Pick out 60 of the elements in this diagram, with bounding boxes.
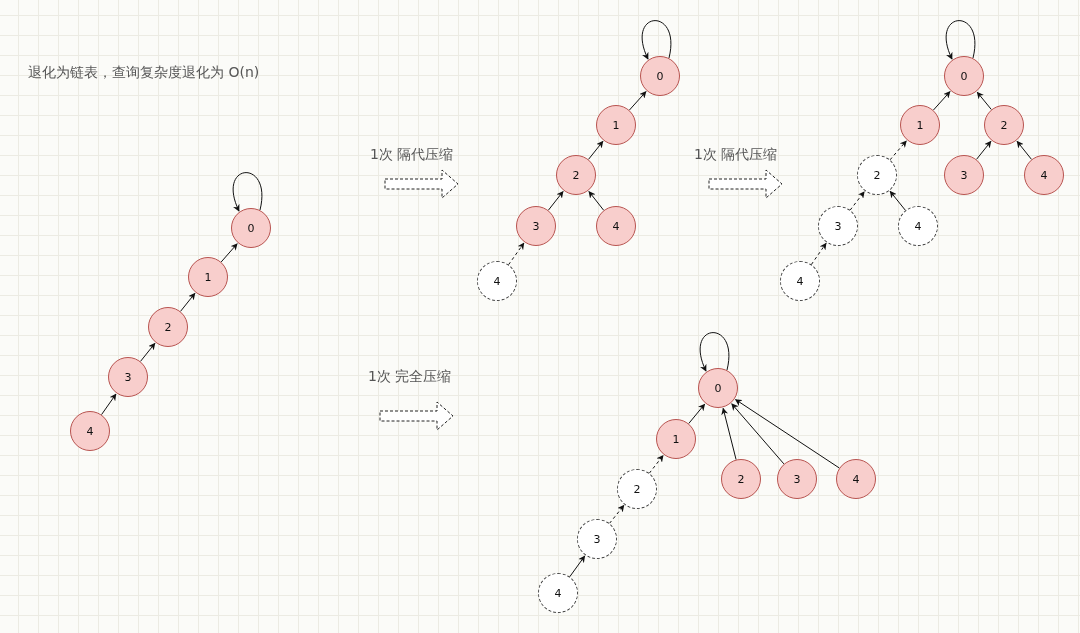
circle-node: 1: [596, 105, 636, 145]
dashed-circle-node: 3: [577, 519, 617, 559]
arrow: [628, 91, 647, 111]
circle-node: 2: [721, 459, 761, 499]
arrow: [140, 342, 156, 362]
arrow: [849, 191, 865, 211]
dashed-circle-node: 4: [780, 261, 820, 301]
dashed-circle-node: 4: [538, 573, 578, 613]
circle-node: 3: [944, 155, 984, 195]
note-text: 退化为链表，查询复杂度退化为 O(n): [28, 64, 260, 82]
step-label: 1次 完全压缩: [368, 368, 452, 386]
circle-node: 0: [698, 368, 738, 408]
dashed-circle-node: 4: [477, 261, 517, 301]
circle-node: 0: [231, 208, 271, 248]
circle-node: 3: [777, 459, 817, 499]
circle-node: 4: [1024, 155, 1064, 195]
arrow: [508, 242, 525, 266]
arrow: [180, 292, 196, 312]
arrow: [101, 393, 117, 416]
circle-node: 2: [148, 307, 188, 347]
arrow: [641, 20, 672, 60]
circle-node: 4: [70, 411, 110, 451]
circle-node: 0: [944, 56, 984, 96]
arrow: [547, 190, 564, 211]
arrow: [648, 455, 664, 474]
arrow: [976, 140, 992, 160]
circle-node: 1: [188, 257, 228, 297]
arrow: [569, 555, 586, 578]
step-label: 1次 隔代压缩: [694, 146, 778, 164]
dashed-circle-node: 3: [818, 206, 858, 246]
arrow: [932, 91, 951, 111]
circle-node: 3: [108, 357, 148, 397]
dashed-circle-node: 2: [617, 469, 657, 509]
dashed-circle-node: 4: [898, 206, 938, 246]
arrow: [232, 172, 263, 212]
arrow: [220, 243, 238, 263]
arrow: [889, 140, 907, 161]
arrow: [976, 91, 992, 110]
dashed-circle-node: 2: [857, 155, 897, 195]
circle-node: 1: [656, 419, 696, 459]
circle-node: 2: [556, 155, 596, 195]
circle-node: 0: [640, 56, 680, 96]
arrow: [588, 140, 604, 160]
circle-node: 1: [900, 105, 940, 145]
arrow: [945, 20, 976, 60]
circle-node: 4: [596, 206, 636, 246]
arrow: [731, 403, 785, 465]
arrow: [1016, 140, 1032, 160]
arrow: [721, 407, 737, 461]
circle-node: 2: [984, 105, 1024, 145]
arrow: [810, 242, 827, 266]
arrow: [734, 399, 840, 469]
step-label: 1次 隔代压缩: [370, 146, 454, 164]
arrow: [699, 332, 730, 372]
arrow: [588, 190, 605, 211]
circle-node: 4: [836, 459, 876, 499]
circle-node: 3: [516, 206, 556, 246]
arrow: [609, 504, 625, 524]
arrow: [688, 403, 706, 425]
arrow: [889, 190, 906, 211]
